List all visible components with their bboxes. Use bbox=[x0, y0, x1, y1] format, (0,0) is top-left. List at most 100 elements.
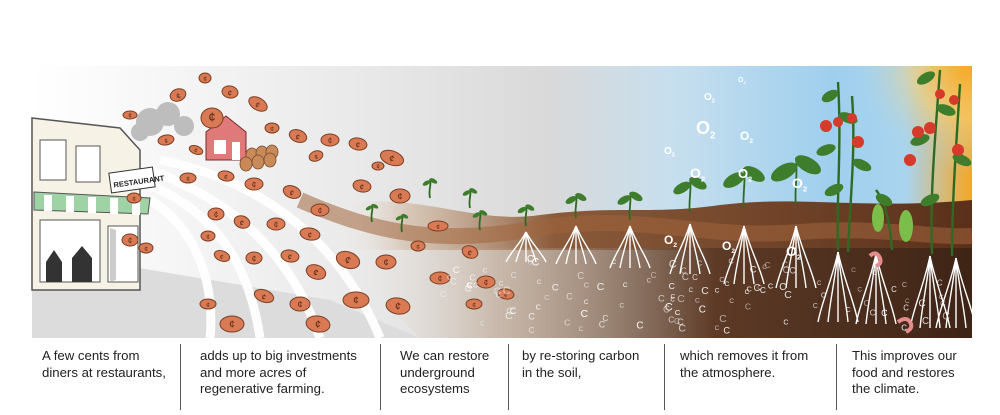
coin-symbol: ¢ bbox=[355, 140, 361, 150]
carbon-mark: C bbox=[612, 259, 617, 266]
divider bbox=[508, 344, 509, 410]
coin: ¢ bbox=[200, 107, 224, 129]
carbon-mark: C bbox=[527, 254, 534, 265]
carbon-mark: C bbox=[891, 285, 897, 294]
coin: ¢ bbox=[157, 134, 175, 146]
carbon-mark: C bbox=[511, 270, 517, 280]
carbon-mark: C bbox=[671, 294, 676, 301]
coin: ¢ bbox=[198, 72, 212, 84]
carbon-mark: C bbox=[817, 280, 822, 287]
coin-symbol: ¢ bbox=[314, 319, 322, 331]
carbon-mark: C bbox=[723, 325, 730, 335]
caption-5-text: which removes it from the atmosphere. bbox=[680, 348, 809, 380]
carbon-mark: C bbox=[768, 282, 774, 291]
carbon-mark: C bbox=[922, 316, 929, 327]
coin-symbol: ¢ bbox=[223, 174, 228, 182]
caption-4: by re-storing carbon in the soil, bbox=[522, 348, 657, 381]
coin-symbol: ¢ bbox=[416, 244, 420, 251]
caption-row: A few cents from diners at restaurants, … bbox=[0, 340, 1000, 415]
sprouts bbox=[365, 155, 821, 233]
seedling bbox=[517, 204, 535, 227]
coin: ¢ bbox=[217, 170, 235, 182]
coin: ¢ bbox=[244, 177, 264, 191]
carbon-mark: C bbox=[674, 317, 680, 326]
carbon-mark: C bbox=[506, 307, 514, 318]
coin-symbol: ¢ bbox=[394, 301, 402, 313]
seedling bbox=[673, 176, 707, 213]
coin-symbol: ¢ bbox=[214, 211, 218, 220]
coin: ¢ bbox=[465, 298, 483, 310]
coin: ¢ bbox=[266, 217, 286, 231]
caption-1: A few cents from diners at restaurants, bbox=[42, 348, 177, 381]
coin: ¢ bbox=[389, 188, 411, 204]
carbon-mark: C bbox=[851, 267, 856, 274]
coin: ¢ bbox=[138, 242, 154, 254]
oxygen-label: O2 bbox=[704, 92, 715, 105]
carbon-mark: C bbox=[783, 319, 788, 327]
seedling bbox=[617, 191, 643, 221]
caption-2-text: adds up to big investments and more acre… bbox=[200, 348, 357, 396]
carbon-mark: C bbox=[584, 280, 590, 289]
carbon-mark: C bbox=[783, 264, 790, 275]
coin-symbol: ¢ bbox=[203, 76, 207, 83]
coin-symbol: ¢ bbox=[343, 255, 352, 267]
root-system bbox=[723, 225, 765, 285]
caption-3-text: We can restore underground ecosystems bbox=[400, 348, 490, 396]
coin-symbol: ¢ bbox=[466, 248, 473, 258]
carbon-mark: C bbox=[750, 263, 757, 274]
carbon-mark: C bbox=[668, 314, 674, 324]
coin: ¢ bbox=[121, 233, 139, 247]
coin-symbol: ¢ bbox=[175, 91, 182, 101]
carbon-mark: C bbox=[529, 326, 535, 335]
seedling bbox=[472, 210, 488, 231]
carbon-mark: C bbox=[669, 281, 675, 291]
carbon-mark: C bbox=[619, 302, 624, 309]
carbon-mark: C bbox=[536, 302, 541, 311]
carbon-mark: C bbox=[692, 273, 698, 282]
carbon-mark: C bbox=[870, 308, 876, 318]
coin-symbol: ¢ bbox=[252, 255, 256, 264]
carbon-mark: C bbox=[537, 279, 542, 286]
carbon-mark: C bbox=[782, 260, 788, 270]
coin: ¢ bbox=[207, 207, 225, 221]
coin: ¢ bbox=[335, 250, 361, 270]
restaurant-building: RESTAURANT bbox=[31, 117, 165, 291]
coin-symbol: ¢ bbox=[314, 153, 320, 161]
coin-symbol: ¢ bbox=[253, 100, 261, 110]
carbon-mark: C bbox=[528, 260, 533, 267]
coin: ¢ bbox=[245, 251, 263, 265]
coin-symbol: ¢ bbox=[208, 110, 215, 125]
carbon-mark: C bbox=[636, 320, 643, 331]
coin-symbol: ¢ bbox=[219, 254, 225, 262]
carbon-mark: C bbox=[499, 281, 504, 288]
coin: ¢ bbox=[410, 240, 426, 252]
coin-symbol: ¢ bbox=[206, 234, 210, 241]
carbon-mark: C bbox=[902, 280, 907, 289]
coin-symbol: ¢ bbox=[227, 88, 233, 98]
coin: ¢ bbox=[352, 179, 372, 193]
coin-symbol: ¢ bbox=[318, 207, 322, 216]
coin: ¢ bbox=[371, 161, 385, 171]
carbon-mark: C bbox=[658, 293, 665, 304]
carbon-mark: C bbox=[715, 287, 720, 294]
coin: ¢ bbox=[188, 145, 204, 155]
coin: ¢ bbox=[308, 150, 324, 162]
coin-symbol: ¢ bbox=[252, 181, 256, 190]
coin-symbol: ¢ bbox=[436, 224, 440, 231]
coin-symbol: ¢ bbox=[287, 252, 293, 262]
carbon-mark: C bbox=[579, 327, 584, 333]
carbon-mark: C bbox=[872, 268, 878, 277]
carbon-mark: C bbox=[784, 289, 792, 301]
carbon-mark: C bbox=[719, 314, 726, 325]
carbon-mark: C bbox=[813, 301, 818, 310]
carbon-mark: C bbox=[453, 265, 460, 276]
seedling bbox=[365, 203, 379, 223]
coin: ¢ bbox=[310, 203, 330, 217]
coin-symbol: ¢ bbox=[144, 246, 148, 253]
carbon-mark: C bbox=[577, 271, 584, 282]
coin: ¢ bbox=[282, 185, 302, 199]
coin-symbol: ¢ bbox=[484, 279, 488, 288]
carbon-mark: C bbox=[754, 283, 761, 294]
smoke-cloud bbox=[131, 102, 194, 141]
carbon-mark: C bbox=[695, 297, 700, 304]
